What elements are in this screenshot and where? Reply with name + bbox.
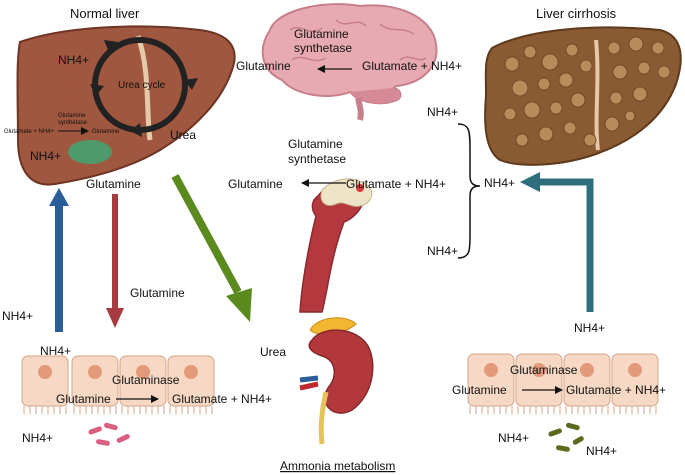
cirrhosis-nh4-gut: NH4+ <box>574 321 605 335</box>
left-bacteria-icon <box>88 422 130 446</box>
right-nh4-b: NH4+ <box>586 444 617 458</box>
nh4-brace <box>457 123 481 259</box>
nh4-left-label: NH4+ <box>2 309 33 323</box>
liver-gs-line2: synthetase <box>58 120 88 126</box>
normal-liver-heading: Normal liver <box>70 6 140 21</box>
muscle-illustration <box>299 178 373 313</box>
green-diagonal-arrow <box>171 174 252 322</box>
cirrhosis-nh4-upper: NH4+ <box>427 105 458 119</box>
blue-up-arrow <box>49 188 69 332</box>
liver-urea-label: Urea <box>170 128 196 142</box>
muscle-product: Glutamate + NH4+ <box>346 177 446 191</box>
nh4-bacteria-left: NH4+ <box>22 431 53 445</box>
right-glutamine: Glutamine <box>452 383 507 397</box>
urea-cycle-icon <box>90 37 198 137</box>
kidney-illustration <box>299 317 374 445</box>
left-gut-product: Glutamate + NH4+ <box>172 392 272 406</box>
brain-gs-line1: Glutamine <box>294 27 349 41</box>
liver-glutamine-out: Glutamine <box>86 177 141 191</box>
right-nh4-a: NH4+ <box>498 431 529 445</box>
nh4-cells-top: NH4+ <box>40 344 71 358</box>
cirrhosis-heading: Liver cirrhosis <box>536 6 617 21</box>
liver-glutamine-small: Glutamine <box>92 129 120 135</box>
liver-nh4-top: NH4+ <box>58 53 89 67</box>
muscle-gs-line2: synthetase <box>288 152 346 166</box>
left-glutamine: Glutamine <box>56 392 111 406</box>
muscle-gs-line1: Glutamine <box>288 137 343 151</box>
cirrhosis-nh4-center: NH4+ <box>484 176 515 190</box>
brain-product: Glutamate + NH4+ <box>362 59 462 73</box>
left-gut-cells <box>21 355 215 414</box>
diagram-title: Ammonia metabolism <box>280 459 395 473</box>
cirrhotic-liver-illustration <box>484 26 682 166</box>
red-down-arrow <box>106 194 124 328</box>
cirrhosis-nh4-lower: NH4+ <box>427 244 458 258</box>
muscle-glutamine: Glutamine <box>228 177 283 191</box>
brain-illustration <box>261 3 438 121</box>
left-glutaminase: Glutaminase <box>112 373 180 387</box>
right-glutaminase: Glutaminase <box>510 363 578 377</box>
glutamine-down-label: Glutamine <box>130 286 185 300</box>
brain-gs-line2: synthetase <box>294 41 352 55</box>
liver-glu-nh4: Glutamate + NH4+ <box>4 129 55 135</box>
urea-cycle-label: Urea cycle <box>118 80 166 91</box>
liver-nh4-bottom: NH4+ <box>30 149 61 163</box>
right-gut-cells <box>467 353 659 414</box>
liver-gs-line1: Glutamine <box>58 113 86 119</box>
brain-glutamine: Glutamine <box>236 59 291 73</box>
right-bacteria-icon <box>548 422 584 452</box>
kidney-urea: Urea <box>260 345 286 359</box>
teal-arrow <box>520 172 594 312</box>
right-gut-product: Glutamate + NH4+ <box>566 383 666 397</box>
